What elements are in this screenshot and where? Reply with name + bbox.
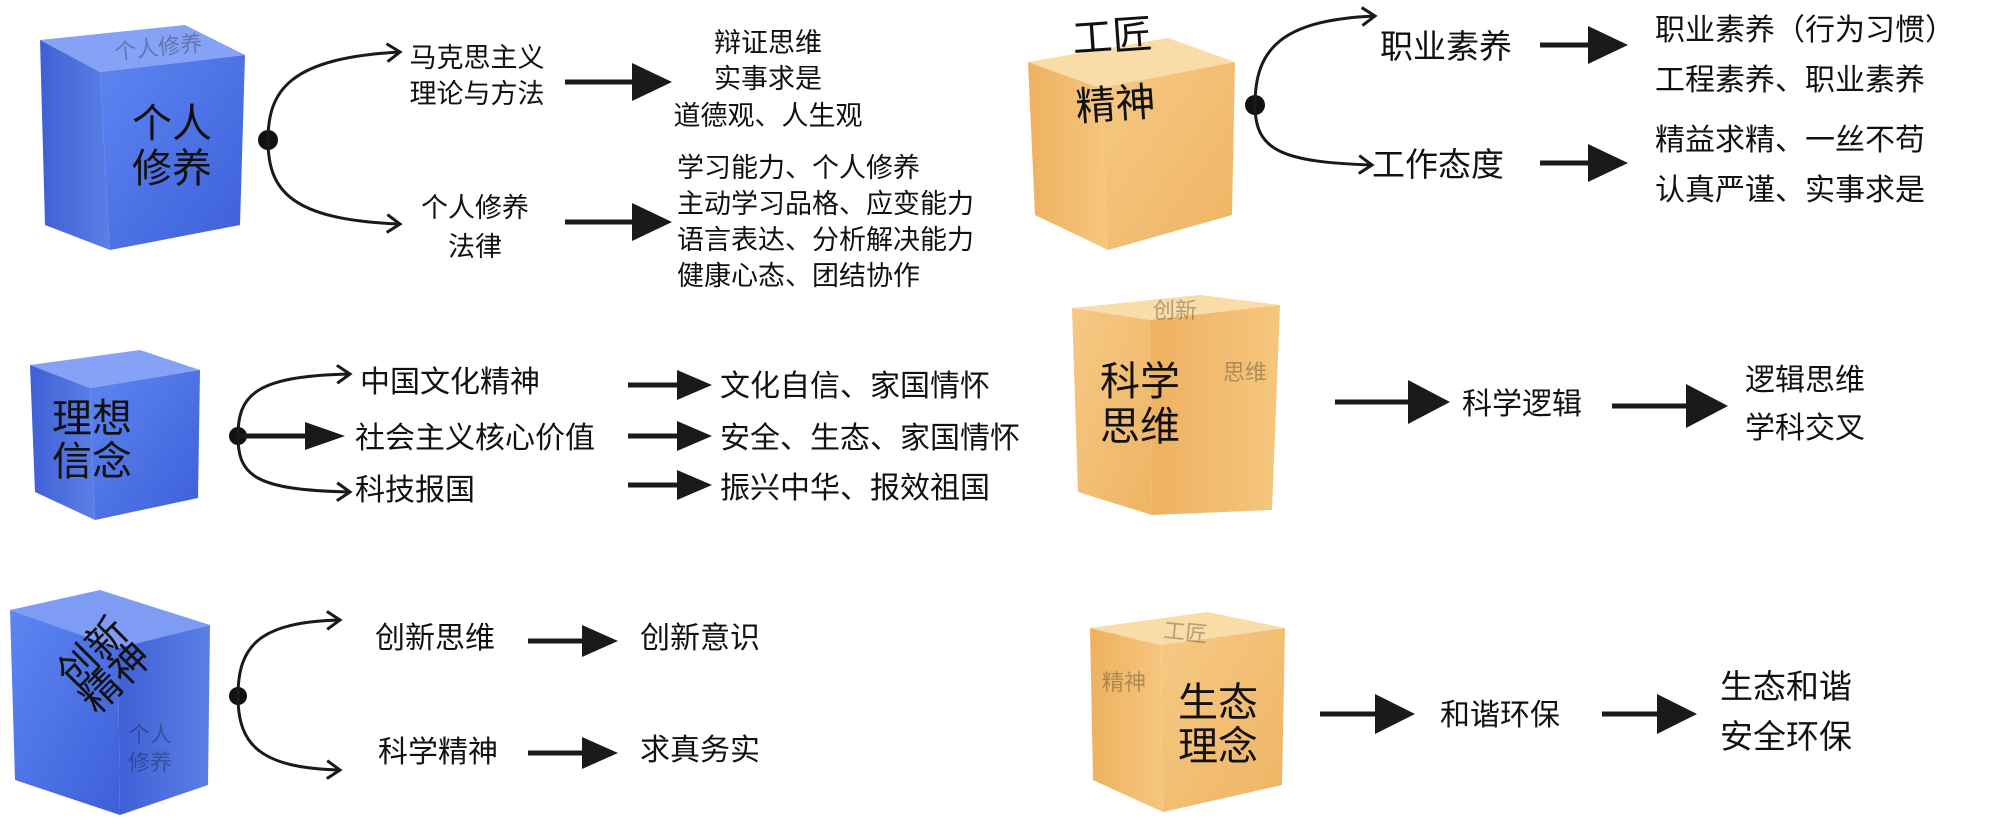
cube-label-line2: 信念 (52, 439, 132, 485)
curved-branch-arrow-icon (1253, 16, 1375, 106)
module-personal: 个人修养 个人 修养 马克思主义 理论与方法 辩证思维 实事求是 道德观、人生观… (40, 25, 974, 292)
flow-arrow-icon (565, 63, 672, 101)
curved-branch-arrow-icon (266, 139, 400, 224)
branch-label: 理论与方法 (410, 79, 545, 110)
flow-arrow-icon (565, 203, 672, 241)
result-text: 求真务实 (640, 733, 760, 768)
flow-arrow-icon (628, 421, 712, 451)
cube-label-line2: 理念 (1178, 724, 1258, 770)
branch-label: 个人修养 (421, 193, 529, 224)
module-craftsman: 工匠 精神 职业素养 职业素养（行为习惯） 工程素养、职业素养 工作态度 精益求… (1028, 11, 1955, 250)
result-text: 逻辑思维 (1745, 363, 1865, 398)
branch-label: 社会主义核心价值 (355, 421, 595, 456)
cube-ecology: 工匠 精神 生态 理念 (1090, 612, 1285, 812)
flow-arrow-icon (1602, 694, 1697, 734)
result-text: 安全、生态、家国情怀 (720, 421, 1020, 456)
branch-label: 工作态度 (1372, 145, 1504, 184)
cube-ghost-text: 修养 (128, 751, 172, 776)
flow-arrow-icon (1540, 26, 1628, 64)
result-text: 主动学习品格、应变能力 (677, 189, 974, 220)
curved-branch-arrow-icon (236, 374, 350, 437)
result-text: 实事求是 (714, 64, 822, 95)
branch-label: 科学精神 (378, 735, 498, 770)
result-text: 学科交叉 (1745, 411, 1865, 446)
result-text: 认真严谨、实事求是 (1655, 173, 1925, 208)
flow-arrow-icon (1612, 384, 1728, 428)
cube-ghost-text: 创新 (1153, 299, 1197, 324)
cube-ghost-text: 个人 (128, 723, 172, 748)
cube-label-line2: 修养 (132, 146, 212, 192)
flow-arrow-icon (528, 625, 618, 657)
branch-label: 职业素养 (1380, 27, 1512, 66)
step-text: 科学逻辑 (1462, 387, 1582, 422)
flow-arrow-icon (1540, 144, 1628, 182)
cube-label-line1: 个人 (132, 101, 212, 147)
cube-craftsman: 工匠 精神 (1028, 11, 1235, 250)
cube-ghost-text: 精神 (1102, 671, 1146, 696)
module-ecology: 工匠 精神 生态 理念 和谐环保 生态和谐 安全环保 (1090, 612, 1852, 812)
result-text: 道德观、人生观 (674, 101, 863, 132)
result-text: 学习能力、个人修养 (677, 153, 920, 184)
curved-branch-arrow-icon (236, 620, 340, 697)
result-text: 语言表达、分析解决能力 (677, 225, 974, 256)
result-text: 文化自信、家国情怀 (720, 369, 990, 404)
module-science: 创新 思维 科学 思维 科学逻辑 逻辑思维 学科交叉 (1072, 295, 1865, 515)
result-text: 工程素养、职业素养 (1655, 63, 1925, 98)
branch-label: 科技报国 (355, 473, 475, 508)
branch-label: 法律 (448, 232, 502, 263)
cube-label-line1: 理想 (52, 396, 132, 442)
cube-label-line2: 思维 (1100, 404, 1180, 450)
curved-branch-arrow-icon (1253, 104, 1372, 165)
cube-ideal: 理想 信念 (30, 350, 200, 520)
flow-arrow-icon (1335, 380, 1450, 424)
result-text: 辩证思维 (714, 28, 822, 59)
cube-innovation: 创新 精神 个人 修养 (10, 590, 210, 815)
cube-personal: 个人修养 个人 修养 (40, 25, 245, 250)
step-text: 和谐环保 (1440, 698, 1560, 733)
flow-arrow-icon (628, 470, 712, 500)
cube-ghost-text: 工匠 (1162, 619, 1208, 648)
cube-ghost-text: 思维 (1223, 361, 1267, 386)
curved-branch-arrow-icon (236, 435, 350, 492)
flow-arrow-icon (1320, 694, 1415, 734)
result-text: 精益求精、一丝不苟 (1655, 123, 1925, 158)
cube-label-line1: 工匠 (1071, 11, 1154, 62)
result-text: 安全环保 (1720, 717, 1852, 756)
result-text: 生态和谐 (1720, 667, 1852, 706)
branch-label: 创新思维 (375, 621, 495, 656)
cube-label-line1: 科学 (1100, 359, 1180, 405)
flow-arrow-icon (238, 422, 345, 450)
branch-label: 中国文化精神 (360, 365, 540, 400)
branch-label: 马克思主义 (410, 43, 545, 74)
module-ideal: 理想 信念 中国文化精神 社会主义核心价值 科技报国 文化自信、家国情怀 安全、… (30, 350, 1020, 520)
result-text: 职业素养（行为习惯） (1655, 13, 1955, 48)
flow-arrow-icon (628, 370, 712, 400)
flow-arrow-icon (528, 737, 618, 769)
cube-label-line1: 生态 (1178, 680, 1258, 726)
result-text: 创新意识 (640, 621, 760, 656)
curved-branch-arrow-icon (236, 695, 340, 770)
cube-label-line2: 精神 (1074, 79, 1157, 130)
curved-branch-arrow-icon (266, 52, 400, 141)
cube-science: 创新 思维 科学 思维 (1072, 295, 1280, 515)
result-text: 健康心态、团结协作 (677, 261, 920, 292)
module-innovation: 创新 精神 个人 修养 创新思维 创新意识 科学精神 求真务实 (10, 590, 760, 815)
result-text: 振兴中华、报效祖国 (720, 471, 990, 506)
